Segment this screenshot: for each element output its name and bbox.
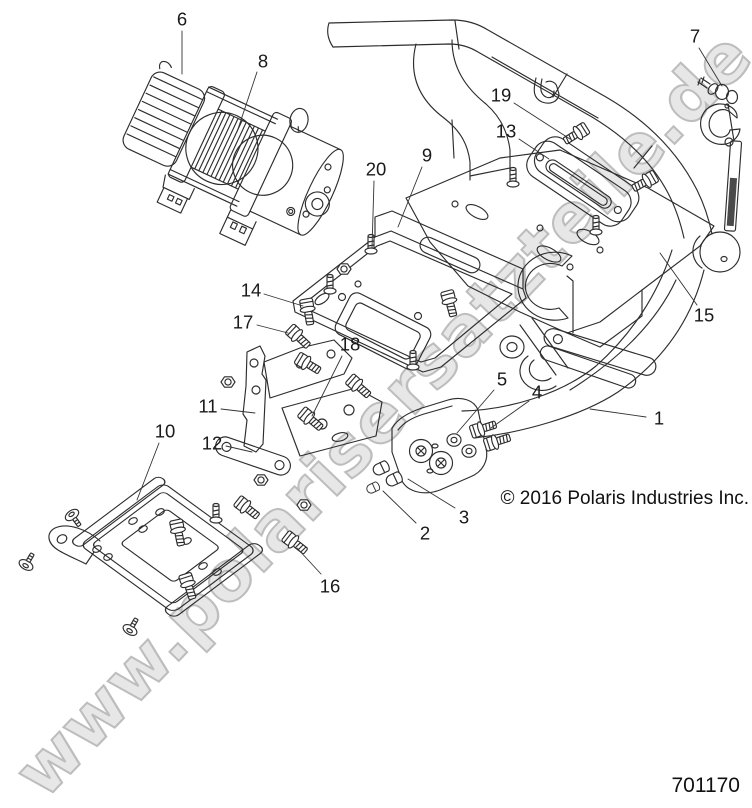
leader-line-16: [296, 547, 322, 575]
callout-16: 16: [320, 576, 341, 597]
skid-plate-wing: [48, 525, 101, 565]
callout-8: 8: [258, 51, 268, 72]
leader-line-18: [311, 355, 343, 417]
fairlead: [526, 136, 640, 227]
winch-assembly: [122, 60, 344, 246]
leader-line-5: [456, 389, 495, 434]
callout-5: 5: [497, 369, 507, 390]
callout-20: 20: [366, 159, 387, 180]
callout-11: 11: [198, 396, 217, 417]
leader-line-9: [397, 166, 423, 228]
callout-17: 17: [233, 312, 254, 333]
leader-line-15: [659, 252, 698, 306]
bumper-lower-tube: [391, 249, 705, 494]
leader-line-19: [513, 102, 571, 140]
callout-13: 13: [496, 121, 517, 142]
end-block-sockets: [408, 438, 454, 476]
tube-end-boss: [699, 231, 741, 273]
winch-hook: [697, 76, 743, 232]
tube-hook-bracket: [533, 77, 560, 104]
leader-line-12: [225, 445, 253, 453]
mount-bracket: [242, 339, 383, 457]
callout-18: 18: [340, 334, 361, 355]
callout-4: 4: [532, 382, 542, 403]
copyright-text: © 2016 Polaris Industries Inc.: [500, 488, 749, 509]
leader-line-20: [371, 180, 375, 249]
fasteners: [16, 120, 661, 639]
leader-line-7: [698, 47, 723, 87]
hook-warning-tag: [723, 140, 743, 232]
callout-2: 2: [420, 523, 430, 544]
leader-line-14: [263, 293, 304, 307]
leader-line-3: [407, 478, 456, 509]
bumper-top-tube: [327, 19, 741, 273]
callout-1: 1: [654, 408, 664, 429]
leader-line-4: [490, 400, 530, 429]
winch-mount-plate: [292, 210, 527, 373]
callout-7: 7: [690, 26, 700, 47]
winch-cable-coils: [194, 110, 264, 189]
leader-line-13: [518, 138, 550, 160]
callout-10: 10: [155, 421, 176, 442]
leader-line-11: [220, 408, 256, 414]
leader-line-10: [136, 442, 160, 501]
callout-9: 9: [422, 145, 432, 166]
frame-braces: [499, 317, 657, 392]
leader-line-1: [589, 408, 647, 418]
callout-12: 12: [202, 433, 223, 454]
callout-6: 6: [177, 9, 187, 30]
leader-line-2: [382, 490, 417, 524]
frame-deck: [405, 149, 715, 348]
callout-3: 3: [459, 507, 469, 528]
diagram-number: 701170: [671, 774, 740, 797]
leader-line-8: [236, 71, 258, 133]
callout-19: 19: [491, 85, 512, 106]
skid-plate: [48, 476, 264, 617]
leader-line-17: [256, 324, 289, 334]
bumper-down-tube: [412, 39, 511, 181]
callout-15: 15: [694, 305, 715, 326]
callout-14: 14: [241, 280, 262, 301]
strap-link: [215, 436, 291, 476]
